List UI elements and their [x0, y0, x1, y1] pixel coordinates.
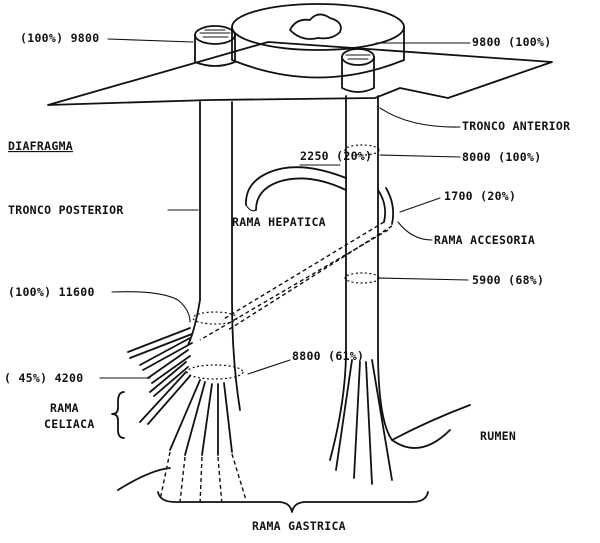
hepatic-count-label: 2250 (20%) — [300, 149, 372, 163]
rama-celiaca-label-line1: RAMA — [50, 401, 79, 415]
anterior-lower-count-label: 5900 (68%) — [472, 273, 544, 287]
leader-lines — [100, 39, 470, 378]
rama-gastrica-label: RAMA GASTRICA — [252, 519, 346, 533]
accessory-count-label: 1700 (20%) — [444, 189, 516, 203]
diaphragm-plane — [48, 42, 552, 105]
top-left-count-label: (100%) 9800 — [20, 31, 99, 45]
posterior-gastric-fan — [160, 380, 246, 505]
accessory-branch — [200, 188, 393, 340]
gastric-brace — [158, 492, 428, 512]
esophagus-cylinder — [232, 4, 404, 78]
anterior-count-label: 8000 (100%) — [462, 150, 541, 164]
rama-hepatica-label: RAMA HEPATICA — [232, 215, 326, 229]
rumen-label: RUMEN — [480, 429, 516, 443]
celiac-count-label: ( 45%) 4200 — [4, 371, 83, 385]
posterior-trunk — [187, 102, 243, 410]
hepatic-branch — [246, 167, 346, 211]
rumen-outline-right — [392, 405, 470, 440]
rama-celiaca-label-line2: CELIACA — [44, 417, 95, 431]
tronco-posterior-label: TRONCO POSTERIOR — [8, 203, 124, 217]
celiac-bracket — [112, 392, 124, 438]
rama-accesoria-label: RAMA ACCESORIA — [434, 233, 535, 247]
left-nerve-stump — [195, 26, 235, 66]
tronco-anterior-label: TRONCO ANTERIOR — [462, 119, 570, 133]
diafragma-label: DIAFRAGMA — [8, 139, 73, 153]
celiac-branch — [128, 328, 192, 424]
posterior-total-label: (100%) 11600 — [8, 285, 95, 299]
top-right-count-label: 9800 (100%) — [472, 35, 551, 49]
posterior-lower-count-label: 8800 (61%) — [292, 349, 364, 363]
